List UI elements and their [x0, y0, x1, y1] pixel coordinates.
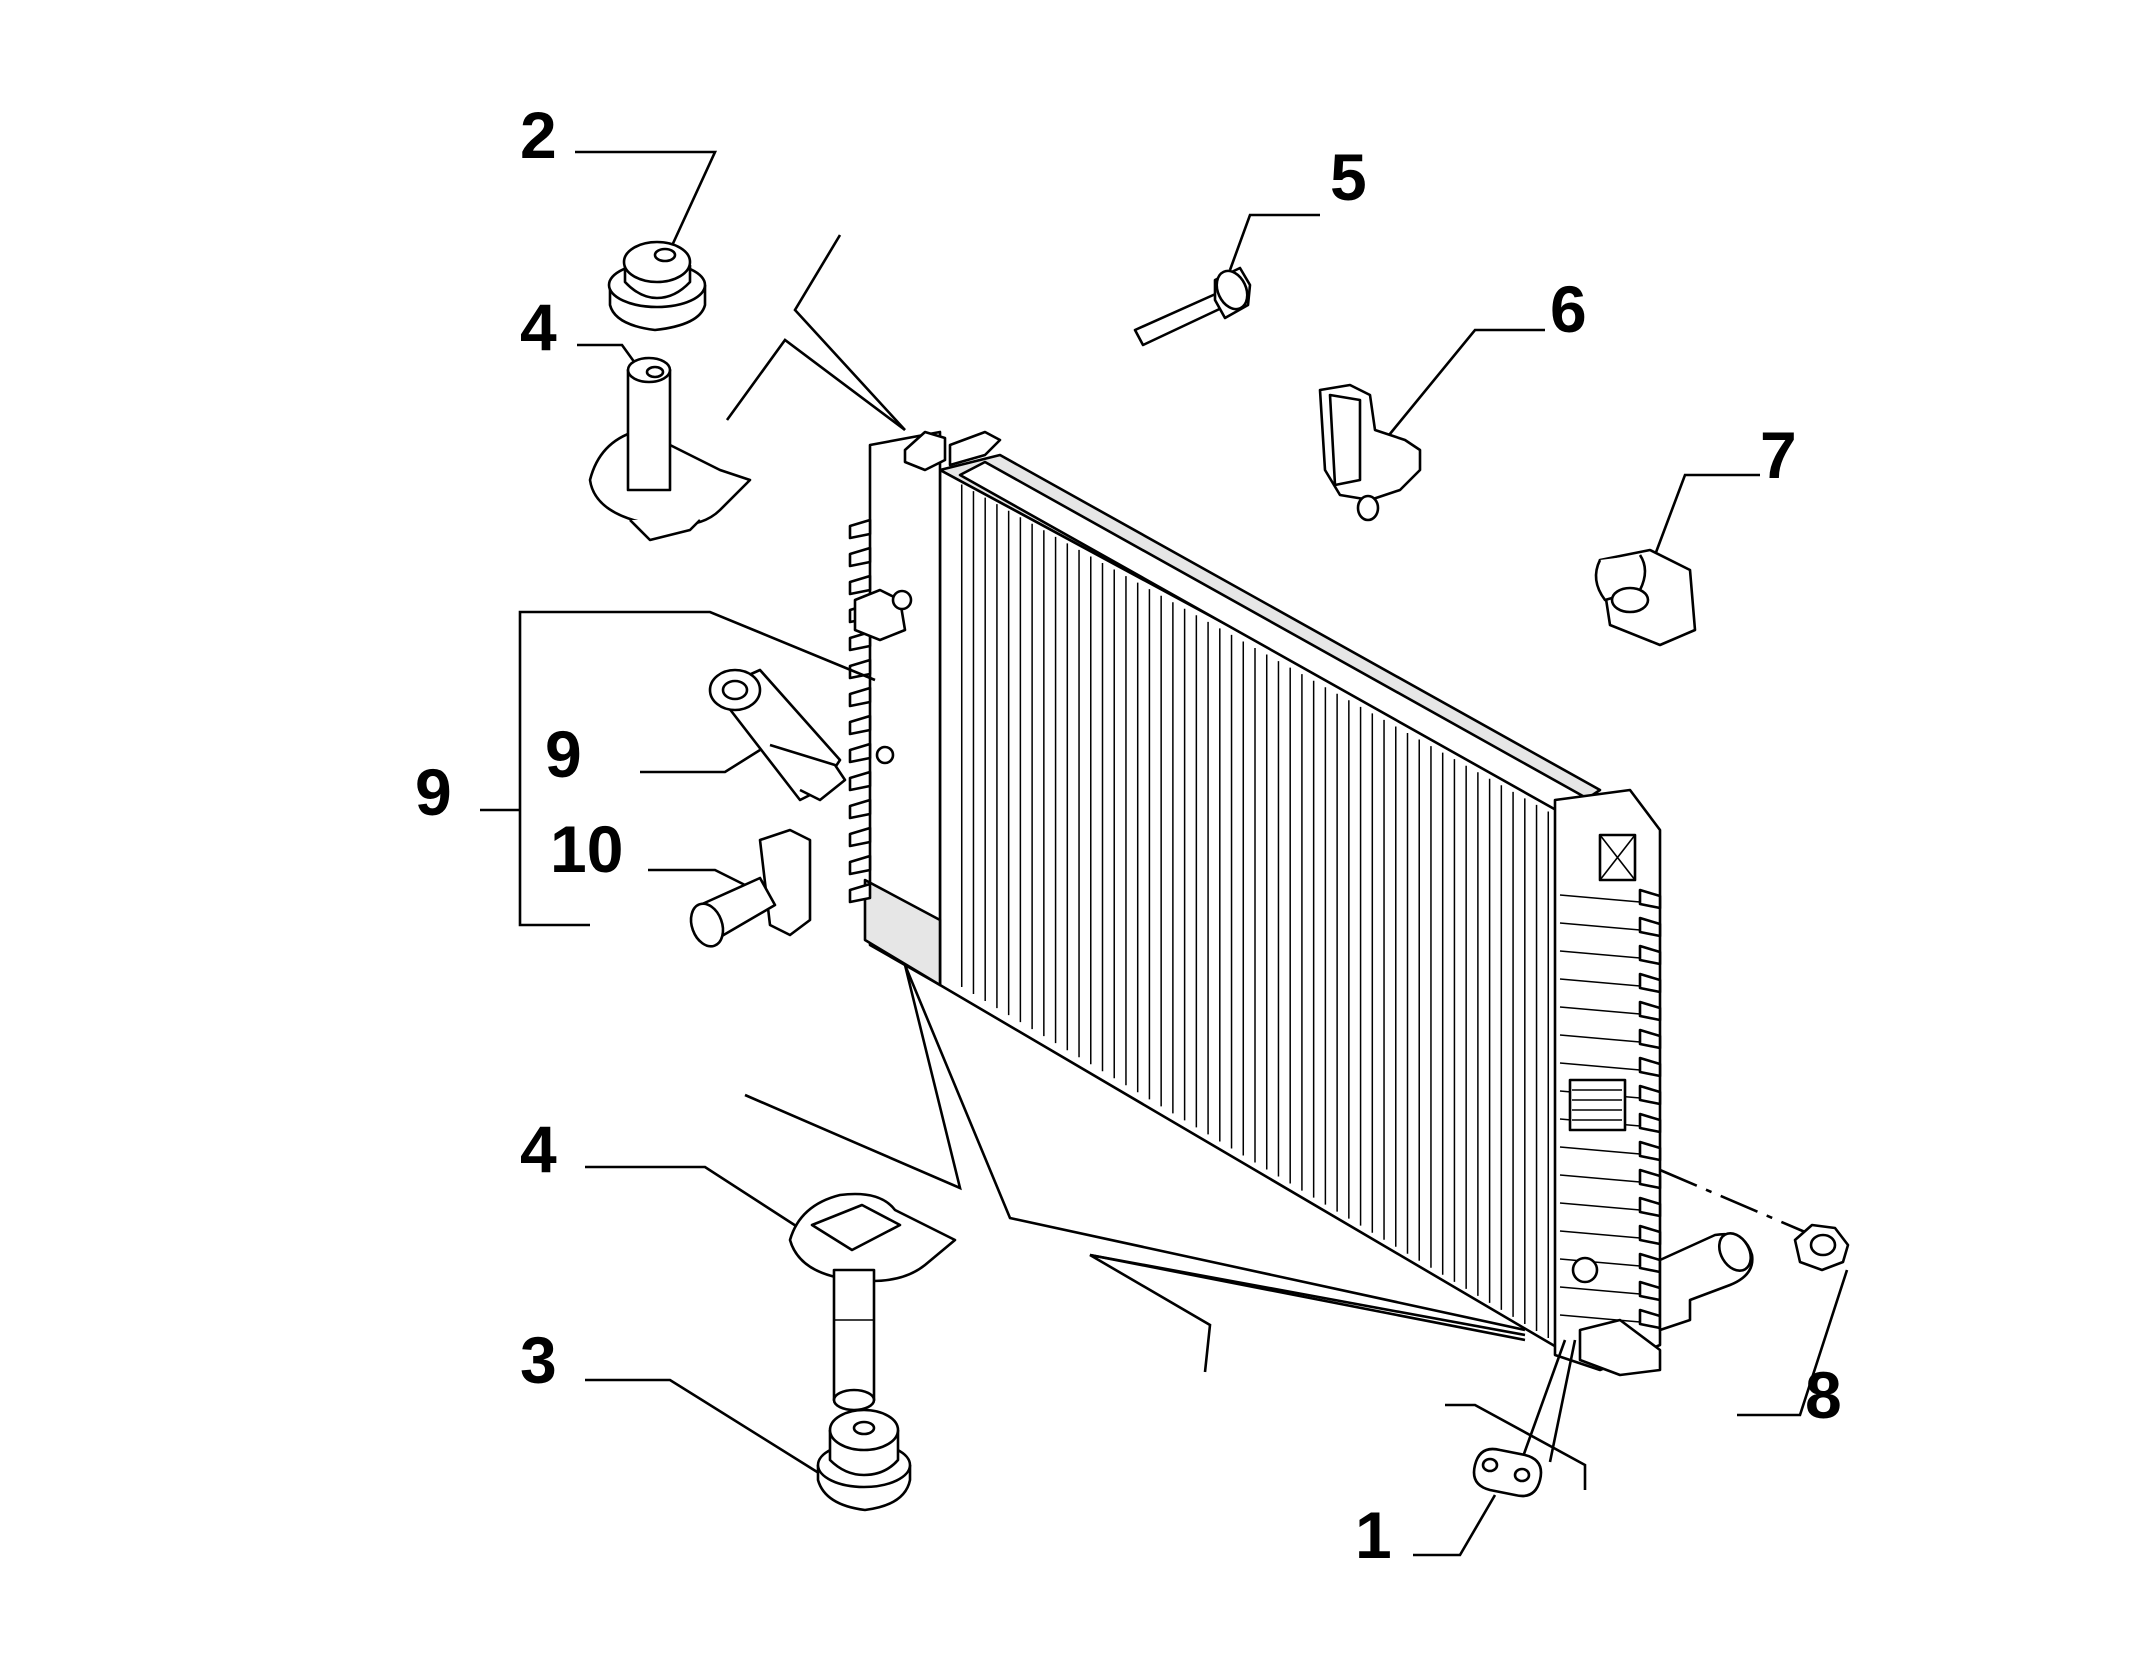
tank-rib-line [1559, 978, 1641, 987]
tank-rib-line [1559, 1258, 1641, 1267]
tank-rib [848, 854, 872, 876]
tank-rib-line [1559, 922, 1641, 931]
tank-rib [848, 630, 872, 652]
part-10-bleed-screw [708, 668, 847, 802]
tank-rib [848, 770, 872, 792]
tank-rib [848, 742, 872, 764]
callout-7: 7 [1760, 418, 1797, 492]
tank-rib-line [1559, 1146, 1641, 1155]
tank-rib [1638, 1140, 1662, 1162]
tank-rib [848, 658, 872, 680]
leader-lines [480, 150, 1849, 1557]
callout-3: 3 [520, 1323, 557, 1397]
part-8-nut [1793, 1223, 1850, 1272]
part-4-lower-bracket [788, 1192, 957, 1412]
tank-rib [1638, 1196, 1662, 1218]
callout-labels: 2 4 5 6 7 9 9 10 4 3 8 1 [415, 98, 1842, 1572]
tank-rib-line [1559, 1286, 1641, 1295]
callout-9: 9 [415, 755, 452, 829]
tank-rib-line [1559, 1174, 1641, 1183]
callout-5: 5 [1330, 140, 1367, 214]
part-1-washer [1472, 1447, 1543, 1498]
callout-4-upper: 4 [520, 290, 557, 364]
part-7-clip [1594, 548, 1697, 647]
callout-11: 10 [550, 812, 623, 886]
callout-4-lower: 4 [520, 1112, 557, 1186]
callout-8: 8 [1805, 1358, 1842, 1432]
part-5-bolt [1133, 266, 1252, 347]
tank-rib [848, 882, 872, 904]
tank-rib-line [1559, 1006, 1641, 1015]
tank-rib-line [1559, 1062, 1641, 1071]
part-11-drain-plug [689, 828, 812, 948]
left-tank [848, 430, 1002, 987]
callout-1: 1 [1355, 1498, 1392, 1572]
tank-rib [1638, 1168, 1662, 1190]
tank-rib [1638, 1028, 1662, 1050]
tank-rib [1638, 888, 1662, 910]
callout-10: 9 [545, 717, 582, 791]
tank-rib [848, 714, 872, 736]
tank-rib [1638, 1224, 1662, 1246]
tank-rib [848, 686, 872, 708]
tank-rib [1638, 1084, 1662, 1106]
callout-2: 2 [520, 98, 557, 172]
tank-rib-line [1559, 1034, 1641, 1043]
tank-rib-line [1559, 894, 1641, 903]
tank-rib [848, 798, 872, 820]
tank-rib [1638, 1000, 1662, 1022]
tank-rib [1638, 972, 1662, 994]
tank-rib [848, 826, 872, 848]
tank-rib [1638, 944, 1662, 966]
tank-rib-line [1559, 950, 1641, 959]
tank-rib [848, 546, 872, 568]
part-3-grommet [816, 1408, 912, 1512]
part-6-clip [1318, 383, 1422, 522]
part-2-grommet [607, 240, 707, 332]
tank-rib [848, 518, 872, 540]
tank-rib-line [1559, 1314, 1641, 1323]
tank-rib [1638, 916, 1662, 938]
callout-6: 6 [1550, 272, 1587, 346]
tank-rib [848, 574, 872, 596]
tank-rib [1638, 1056, 1662, 1078]
tank-rib [1638, 1112, 1662, 1134]
tank-rib-line [1559, 1230, 1641, 1239]
right-tank [1553, 788, 1754, 1377]
hatch [1572, 1089, 1622, 1121]
radiator-core [938, 453, 1602, 1357]
part-4-upper-bracket [588, 356, 752, 542]
tank-rib-line [1559, 1202, 1641, 1211]
